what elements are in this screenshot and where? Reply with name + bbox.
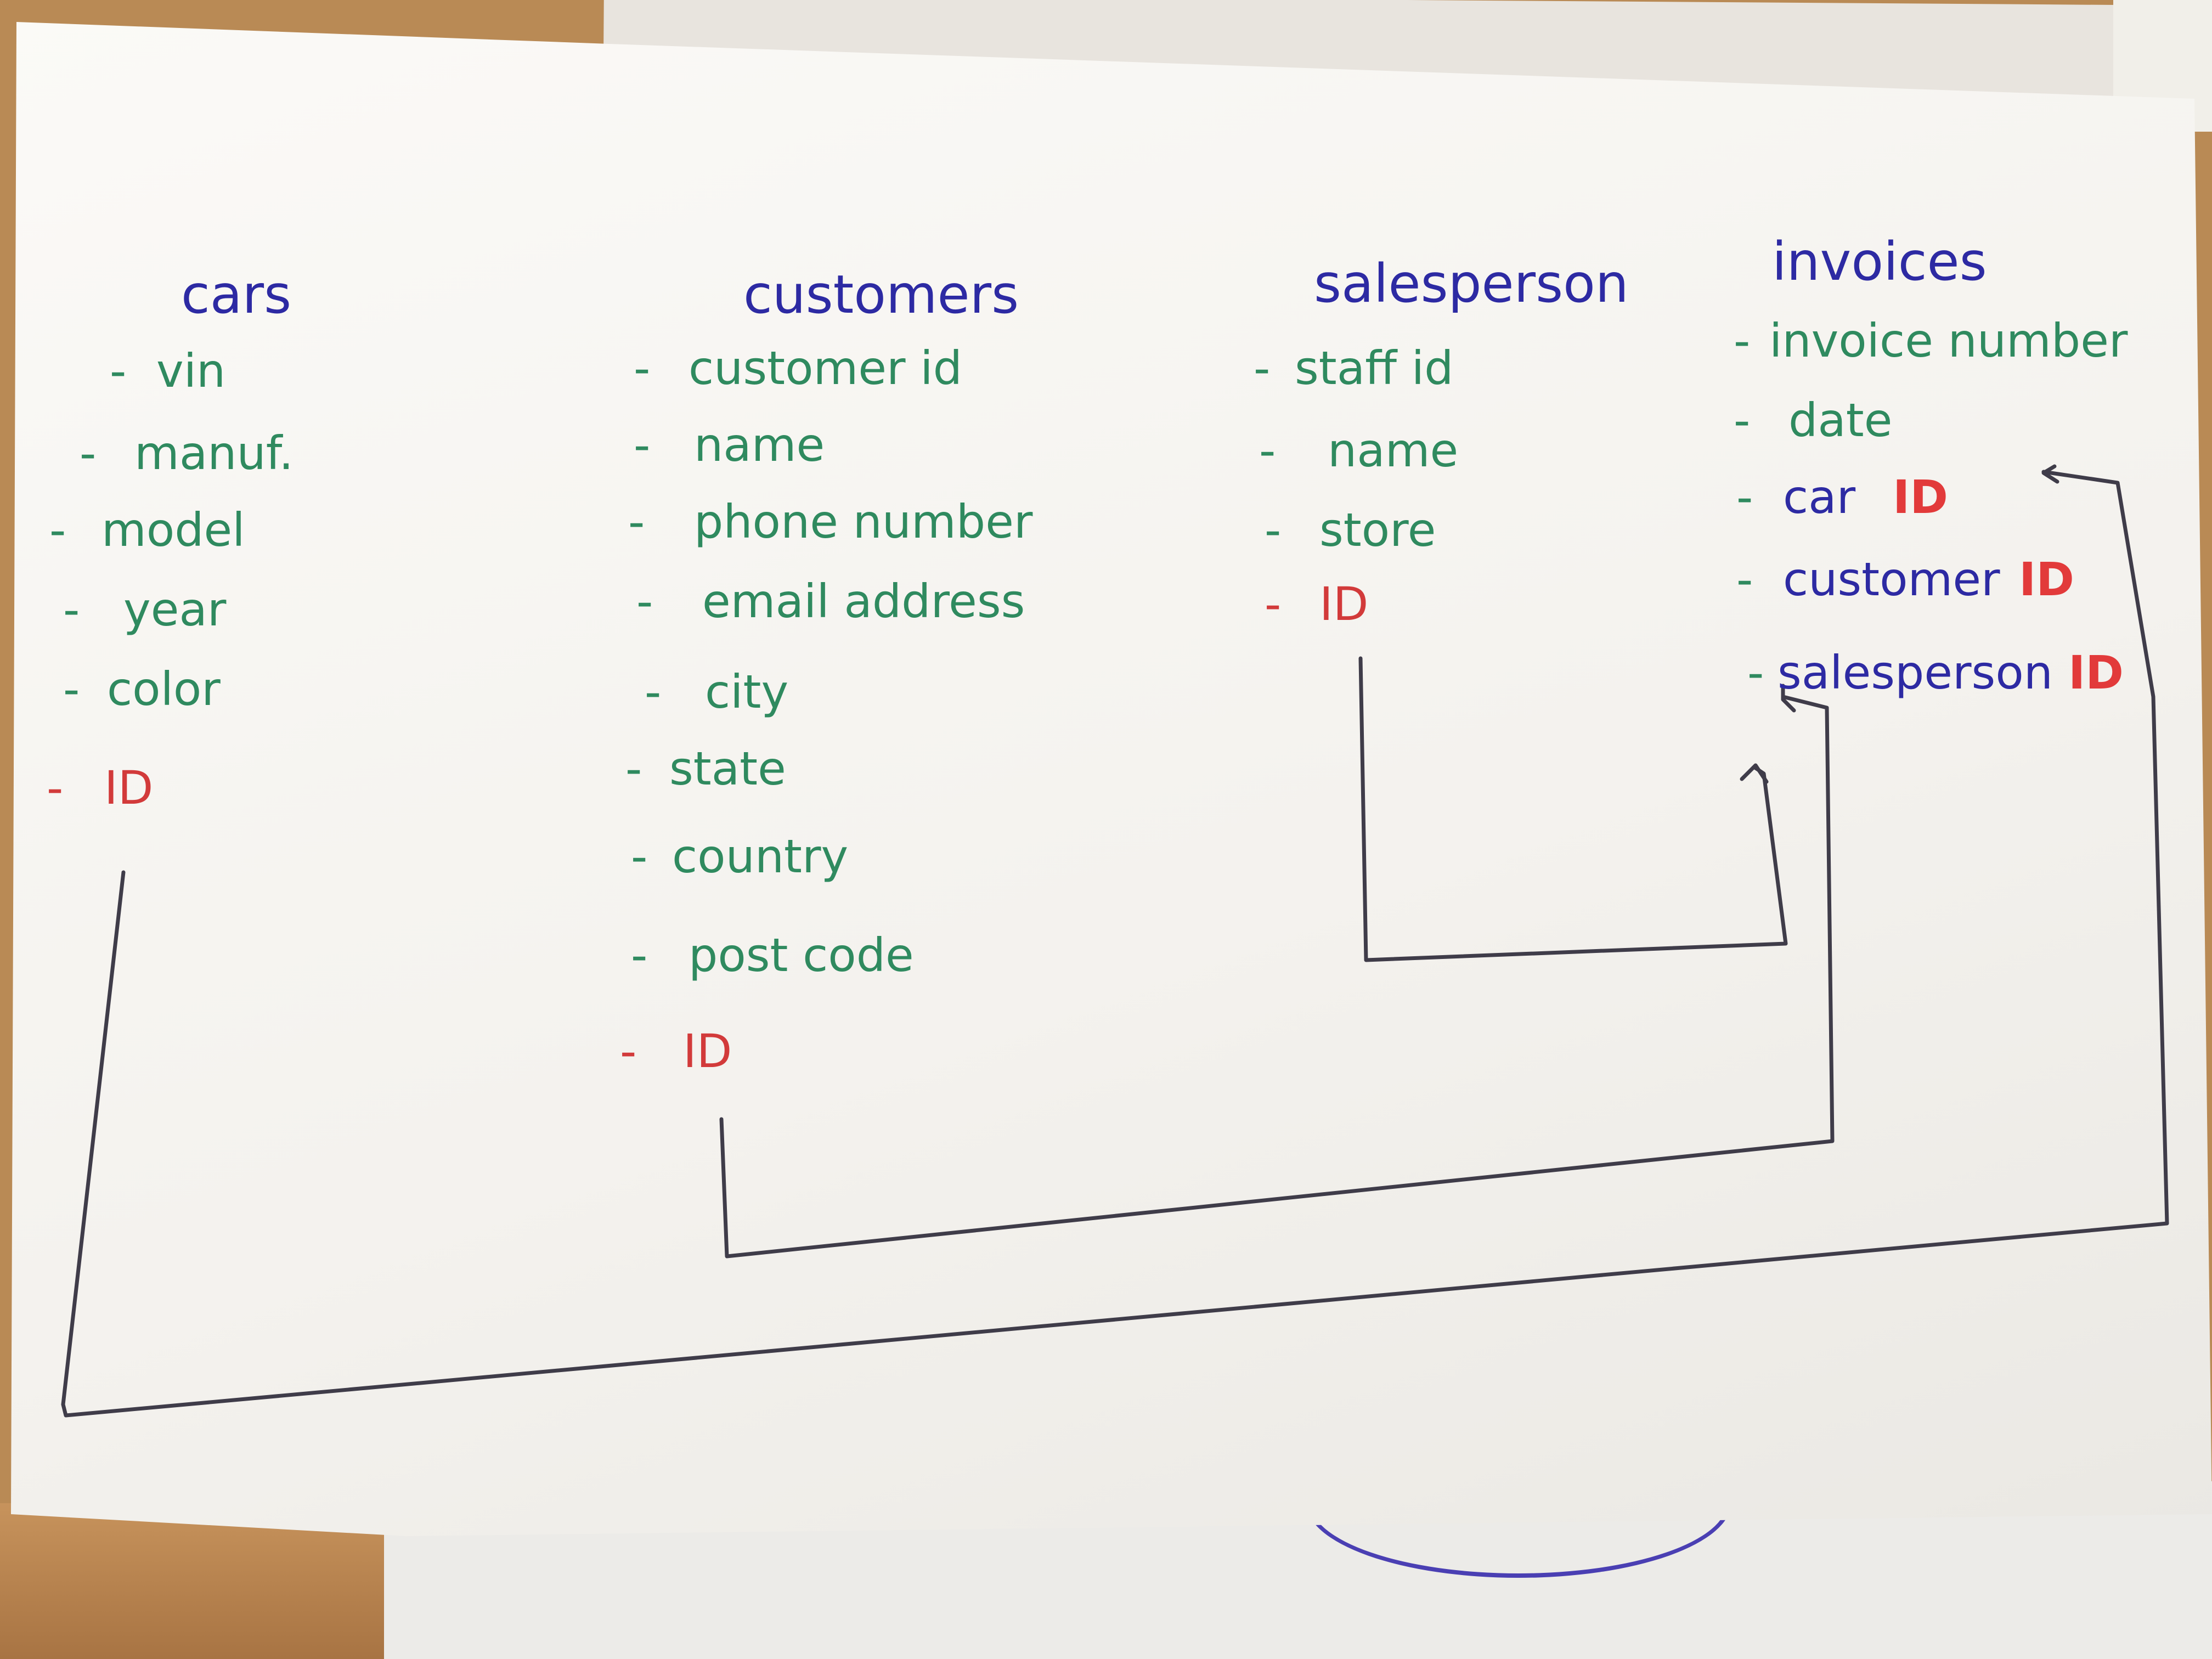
bullet-dash: - — [1747, 646, 1764, 699]
arrow-head-salesperson-id — [1740, 763, 1769, 784]
bullet-dash: - — [1259, 424, 1276, 477]
connector-salesperson-to-invoices — [1358, 656, 1788, 962]
bullet-dash: - — [47, 761, 63, 815]
field-label: country — [672, 830, 848, 883]
field-label: state — [669, 742, 786, 795]
foreign-key-name: customer — [1783, 552, 2000, 606]
table-title: cars — [181, 264, 291, 325]
bullet-dash: - — [625, 742, 642, 795]
bullet-dash: - — [63, 662, 80, 716]
field-label: vin — [156, 344, 225, 398]
connector-customers-to-invoices — [719, 695, 1835, 1259]
bullet-dash: - — [1736, 470, 1753, 524]
primary-key-label: ID — [1319, 577, 1368, 631]
bullet-dash: - — [631, 928, 647, 982]
field-label: color — [107, 662, 221, 716]
bullet-dash: - — [645, 665, 661, 719]
arrow-head-customer-id — [1781, 684, 1796, 713]
table-salesperson: salesperson - staff id - name - store - … — [1254, 253, 1629, 631]
foreign-key-name: car — [1783, 470, 1856, 524]
bullet-dash: - — [63, 583, 80, 636]
bullet-dash: - — [634, 341, 650, 395]
bullet-dash: - — [1265, 577, 1281, 631]
foreign-key-id: ID — [2019, 552, 2074, 606]
bullet-dash: - — [1254, 341, 1270, 395]
field-label: name — [694, 418, 825, 472]
field-label: year — [123, 583, 227, 636]
foreign-key-id: ID — [1893, 470, 1948, 524]
field-label: date — [1788, 393, 1892, 447]
field-label: post code — [689, 928, 914, 982]
bullet-dash: - — [634, 418, 650, 472]
bullet-dash: - — [80, 426, 96, 480]
field-label: manuf. — [134, 426, 294, 480]
bullet-dash: - — [628, 495, 645, 549]
bullet-dash: - — [49, 503, 66, 557]
table-title: customers — [743, 264, 1019, 325]
table-title: invoices — [1772, 231, 1987, 292]
field-label: phone number — [694, 495, 1033, 549]
bullet-dash: - — [631, 830, 647, 883]
arrow-head-car-id — [2041, 464, 2059, 484]
field-label: name — [1328, 424, 1458, 477]
bullet-dash: - — [1265, 503, 1281, 557]
bullet-dash: - — [1734, 393, 1750, 447]
bullet-dash: - — [1734, 314, 1750, 368]
foreign-key-name: salesperson — [1778, 646, 2053, 699]
field-label: model — [101, 503, 245, 557]
foreign-key-id: ID — [2068, 646, 2124, 699]
field-label: customer id — [689, 341, 962, 395]
primary-key-label: ID — [683, 1024, 732, 1078]
bullet-dash: - — [110, 344, 126, 398]
bullet-dash: - — [620, 1024, 636, 1078]
table-title: salesperson — [1314, 253, 1629, 314]
field-label: invoice number — [1769, 314, 2128, 368]
bullet-dash: - — [636, 574, 653, 628]
field-label: city — [705, 665, 788, 719]
field-label: email address — [702, 574, 1025, 628]
connector-cars-to-invoices — [61, 470, 2169, 1418]
field-label: store — [1319, 503, 1436, 557]
primary-key-label: ID — [104, 761, 153, 815]
table-customers: customers - customer id - name - phone n… — [620, 264, 1033, 1078]
bullet-dash: - — [1736, 552, 1753, 606]
table-invoices: invoices - invoice number - date - car I… — [1734, 231, 2128, 699]
field-label: staff id — [1295, 341, 1453, 395]
table-cars: cars - vin - manuf. - model - year - col… — [47, 264, 294, 815]
